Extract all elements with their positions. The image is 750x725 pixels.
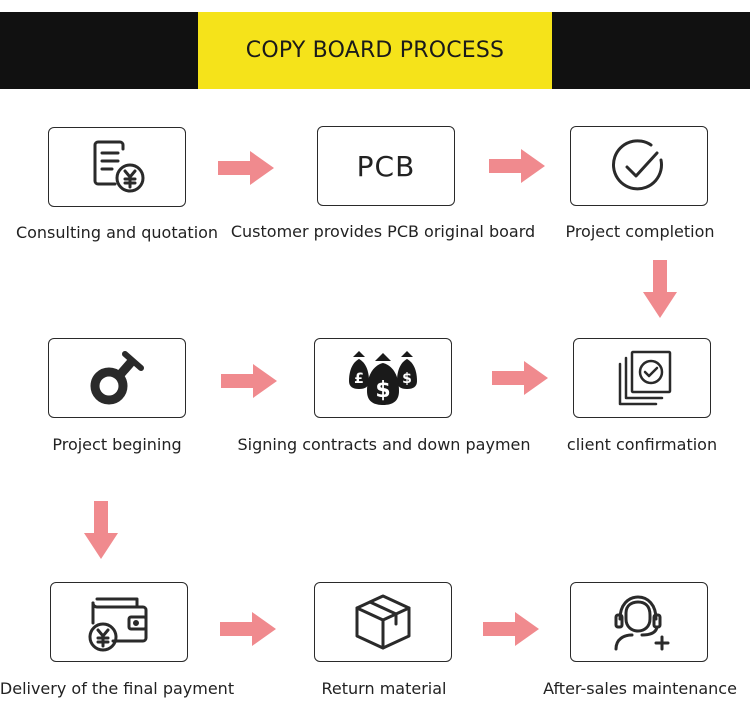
svg-text:£: £	[354, 371, 364, 387]
step-label: Customer provides PCB original board	[230, 222, 536, 241]
step-return-box	[314, 582, 452, 662]
step-label: Signing contracts and down paymen	[237, 435, 531, 454]
page-title: COPY BOARD PROCESS	[245, 38, 505, 63]
wallet-yen-icon	[88, 597, 148, 652]
step-contracts-box: £ $ $	[314, 338, 452, 418]
package-box-icon	[355, 594, 411, 650]
step-label: Project completion	[565, 222, 715, 241]
key-ring-icon	[90, 351, 144, 405]
arrow-down-icon	[643, 260, 677, 318]
step-label: client confirmation	[566, 435, 718, 454]
step-confirmation-box	[573, 338, 711, 418]
step-begining-box	[48, 338, 186, 418]
arrow-right-icon	[483, 612, 539, 646]
step-final-payment-box	[50, 582, 188, 662]
step-label: Delivery of the final payment	[0, 679, 235, 698]
step-pcb-box: PCB	[317, 126, 455, 206]
arrow-right-icon	[218, 151, 274, 185]
header-band: COPY BOARD PROCESS	[0, 12, 750, 89]
invoice-yen-icon	[93, 140, 145, 193]
step-consulting-box	[48, 127, 186, 207]
step-label: After-sales maintenance	[543, 679, 737, 698]
pcb-box-text: PCB	[356, 149, 416, 183]
step-label: Project begining	[52, 435, 182, 454]
title-block: COPY BOARD PROCESS	[198, 12, 552, 89]
step-completion-box	[570, 126, 708, 206]
support-agent-icon	[614, 595, 670, 651]
money-bags-icon: £ $ $	[349, 351, 417, 405]
step-aftersales-box	[570, 582, 708, 662]
arrow-down-icon	[84, 501, 118, 559]
arrow-right-icon	[492, 361, 548, 395]
arrow-right-icon	[220, 612, 276, 646]
step-label: Consulting and quotation	[15, 223, 219, 242]
arrow-right-icon	[489, 149, 545, 183]
stacked-check-icon	[618, 350, 672, 406]
svg-text:$: $	[402, 371, 412, 387]
svg-text:$: $	[375, 378, 390, 403]
step-label: Return material	[321, 679, 447, 698]
check-circle-icon	[611, 139, 663, 191]
arrow-right-icon	[221, 364, 277, 398]
